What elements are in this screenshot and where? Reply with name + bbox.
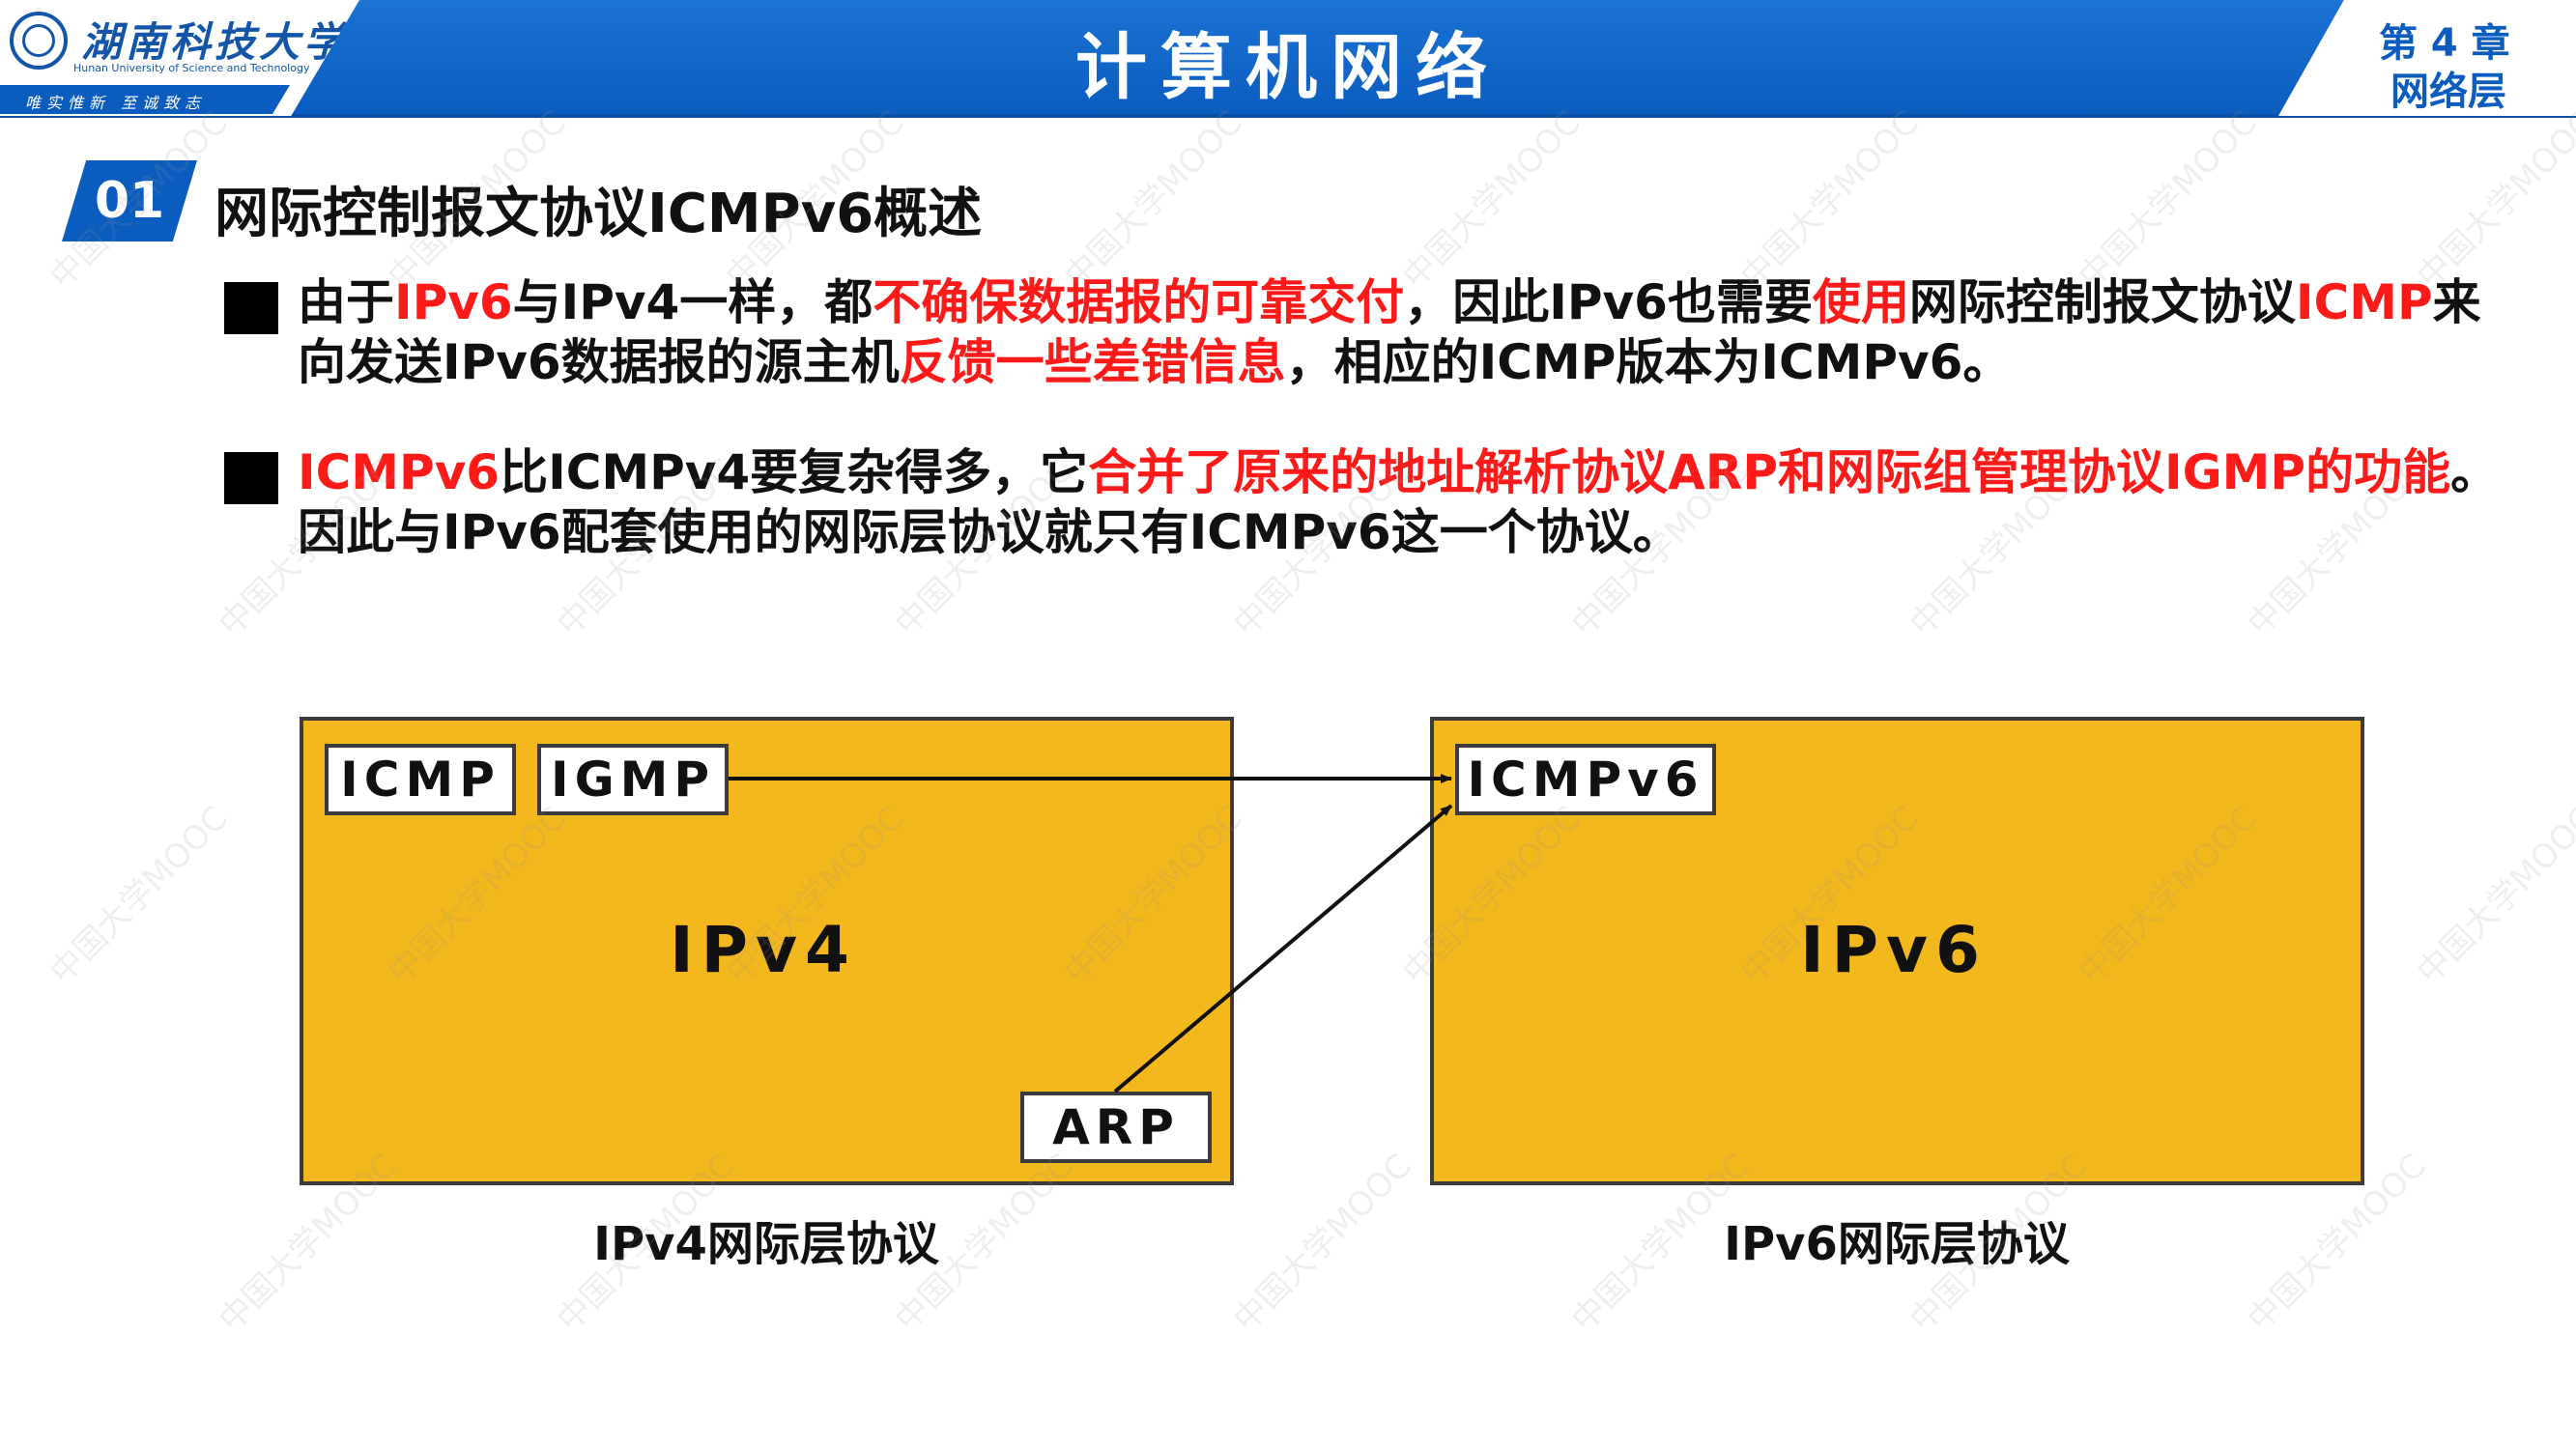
watermark-text: 中国大学MOOC <box>1902 1147 2096 1340</box>
watermark-text: 中国大学MOOC <box>1732 103 1927 297</box>
chapter-label: 第 4 章 <box>2379 21 2510 66</box>
emphasis-text: ICMPv6 <box>298 444 501 500</box>
protocol-box-igmp: IGMP <box>537 744 729 815</box>
body-text: 网际控制报文协议 <box>1908 274 2296 330</box>
body-text: 比ICMPv4要复杂得多，它 <box>500 444 1089 500</box>
watermark-text: 中国大学MOOC <box>2071 103 2265 297</box>
emphasis-text: 不确保数据报的可靠交付 <box>873 274 1405 330</box>
watermark-text: 中国大学MOOC <box>549 1147 743 1340</box>
ipv6-layer-box <box>1430 717 2364 1185</box>
chapter-name: 网络层 <box>2390 70 2506 114</box>
emphasis-text: IPv6 <box>394 274 513 330</box>
watermark-text: 中国大学MOOC <box>718 799 912 992</box>
course-title: 计算机网络 <box>1075 26 1501 109</box>
motto-bar <box>0 85 290 114</box>
university-name-en: Hunan University of Science and Technolo… <box>73 62 310 74</box>
body-text: 由于 <box>298 274 394 330</box>
watermark-text: 中国大学MOOC <box>42 799 236 992</box>
ipv6-layer-name: IPv6 <box>1800 913 1988 987</box>
watermark-text: 中国大学MOOC <box>1056 799 1250 992</box>
watermark-text: 中国大学MOOC <box>380 799 574 992</box>
watermark-text: 中国大学MOOC <box>1225 1147 1419 1340</box>
watermark-text: 中国大学MOOC <box>2409 799 2576 992</box>
protocol-box-icmp: ICMP <box>325 744 516 815</box>
section-number-badge: 01 <box>62 160 197 241</box>
slide-header: 湖南科技大学 Hunan University of Science and T… <box>0 0 2576 118</box>
body-text: 与IPv4一样，都 <box>512 274 873 330</box>
university-seal-inner-icon <box>22 24 55 57</box>
emphasis-text: ICMP <box>2295 274 2433 330</box>
body-text: 。因此与IPv6配套使用的网际层协议就只有ICMPv6这一个协议。 <box>298 444 2500 560</box>
bullet-text: 由于IPv6与IPv4一样，都不确保数据报的可靠交付，因此IPv6也需要使用网际… <box>298 272 2510 392</box>
emphasis-text: 合并了原来的地址解析协议ARP和网际组管理协议IGMP的功能 <box>1088 444 2451 500</box>
protocol-box-arp: ARP <box>1020 1092 1212 1163</box>
ipv4-layer-name: IPv4 <box>670 913 857 987</box>
emphasis-text: 反馈一些差错信息 <box>899 334 1286 390</box>
university-name: 湖南科技大学 <box>81 18 349 66</box>
watermark-text: 中国大学MOOC <box>211 1147 405 1340</box>
ipv6-layer-caption: IPv6网际层协议 <box>1724 1217 2070 1271</box>
arrow-arp-to-icmpv6 <box>1113 804 1453 1093</box>
watermark-text: 中国大学MOOC <box>1056 103 1250 297</box>
body-text: ，因此IPv6也需要 <box>1404 274 1813 330</box>
emphasis-text: 使用 <box>1812 274 1909 330</box>
watermark-text: 中国大学MOOC <box>2240 1147 2434 1340</box>
section-title: 网际控制报文协议ICMPv6概述 <box>215 183 983 245</box>
header-background <box>0 0 2576 116</box>
watermark-text: 中国大学MOOC <box>2409 103 2576 297</box>
ipv4-layer-caption: IPv4网际层协议 <box>593 1217 939 1271</box>
watermark-text: 中国大学MOOC <box>1394 103 1589 297</box>
watermark-text: 中国大学MOOC <box>1394 799 1589 992</box>
watermark-text: 中国大学MOOC <box>1563 1147 1758 1340</box>
university-motto: 唯实惟新 至诚致志 <box>25 94 207 112</box>
square-bullet-icon <box>224 282 278 334</box>
watermark-text: 中国大学MOOC <box>1732 799 1927 992</box>
watermark-text: 中国大学MOOC <box>887 1147 1081 1340</box>
ipv4-layer-box <box>300 717 1234 1185</box>
protocol-box-icmpv6: ICMPv6 <box>1455 744 1716 815</box>
university-seal-icon <box>10 12 68 70</box>
header-divider <box>0 114 2576 118</box>
square-bullet-icon <box>224 452 278 504</box>
body-text: ，相应的ICMP版本为ICMPv6。 <box>1285 334 2012 390</box>
bullet-text: ICMPv6比ICMPv4要复杂得多，它合并了原来的地址解析协议ARP和网际组管… <box>298 442 2510 562</box>
body-text: 来向发送IPv6数据报的源主机 <box>298 274 2481 390</box>
watermark-text: 中国大学MOOC <box>2071 799 2265 992</box>
